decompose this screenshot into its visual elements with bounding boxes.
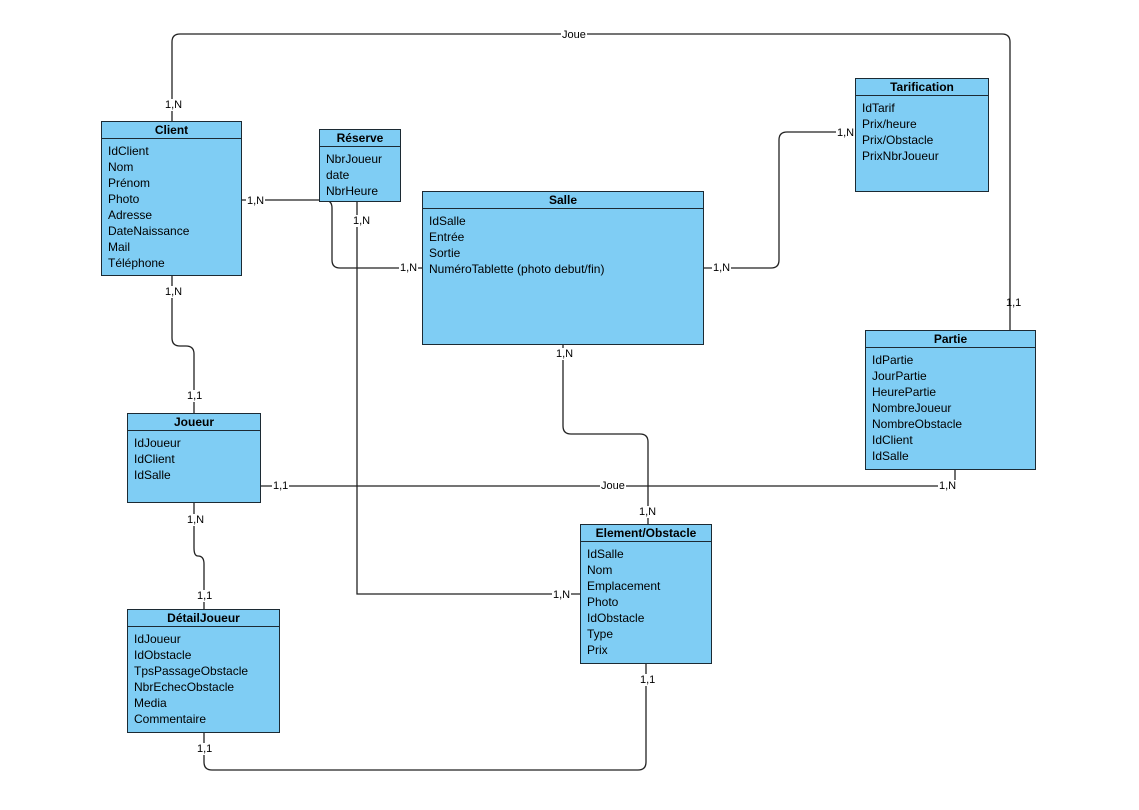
attribute-list: IdSalle Entrée Sortie NuméroTablette (ph… xyxy=(423,209,703,277)
relation-label-joue-middle: Joue xyxy=(600,480,626,492)
attribute: Entrée xyxy=(429,230,465,244)
attribute: Media xyxy=(134,696,167,710)
edge-detail-element xyxy=(203,663,647,771)
relation-label-joue-top: Joue xyxy=(561,29,587,41)
attribute: IdClient xyxy=(872,433,913,447)
attribute: Emplacement xyxy=(587,579,661,593)
attribute: Prix xyxy=(587,643,608,657)
cardinality-label: 1,N xyxy=(186,514,206,526)
cardinality-label: 1,N xyxy=(938,480,958,492)
edge-client-partie xyxy=(171,33,1011,330)
attribute: date xyxy=(326,168,350,182)
entity-element-obstacle[interactable]: Element/Obstacle IdSalle Nom Emplacement… xyxy=(580,524,712,664)
attribute: IdJoueur xyxy=(134,632,181,646)
cardinality-label: 1,N xyxy=(164,286,184,298)
entity-title: Tarification xyxy=(856,79,988,96)
cardinality-label: 1,N xyxy=(164,99,184,111)
edge-reserve-element xyxy=(356,202,581,595)
entity-client[interactable]: Client IdClient Nom Prénom Photo Adresse… xyxy=(101,121,242,276)
attribute-list: IdJoueur IdClient IdSalle xyxy=(128,431,260,483)
edge-client-joueur xyxy=(171,276,195,414)
entity-tarification[interactable]: Tarification IdTarif Prix/heure Prix/Obs… xyxy=(855,78,989,192)
attribute-list: IdJoueur IdObstacle TpsPassageObstacle N… xyxy=(128,627,279,727)
attribute: IdSalle xyxy=(872,449,909,463)
edge-joueur-detail xyxy=(193,502,205,610)
cardinality-label: 1,N xyxy=(712,262,732,274)
attribute: IdTarif xyxy=(862,101,895,115)
attribute: Téléphone xyxy=(108,256,165,270)
edge-client-salle xyxy=(242,199,423,269)
entity-detail-joueur[interactable]: DétailJoueur IdJoueur IdObstacle TpsPass… xyxy=(127,609,280,733)
attribute: IdObstacle xyxy=(134,648,192,662)
entity-salle[interactable]: Salle IdSalle Entrée Sortie NuméroTablet… xyxy=(422,191,704,345)
entity-joueur[interactable]: Joueur IdJoueur IdClient IdSalle xyxy=(127,413,261,503)
cardinality-label: 1,1 xyxy=(272,480,290,492)
attribute-list: IdPartie JourPartie HeurePartie NombreJo… xyxy=(866,348,1035,464)
edge-salle-tarification xyxy=(703,131,855,269)
attribute: PrixNbrJoueur xyxy=(862,149,939,163)
attribute: TpsPassageObstacle xyxy=(134,664,249,678)
attribute: Commentaire xyxy=(134,712,207,726)
attribute: NombreJoueur xyxy=(872,401,952,415)
attribute-list: IdClient Nom Prénom Photo Adresse DateNa… xyxy=(102,139,241,271)
entity-partie[interactable]: Partie IdPartie JourPartie HeurePartie N… xyxy=(865,330,1036,470)
cardinality-label: 1,N xyxy=(352,215,372,227)
attribute: Sortie xyxy=(429,246,461,260)
entity-title: Joueur xyxy=(128,414,260,431)
attribute: IdSalle xyxy=(134,468,171,482)
attribute: IdSalle xyxy=(429,214,466,228)
entity-title: Partie xyxy=(866,331,1035,348)
cardinality-label: 1,N xyxy=(836,127,856,139)
attribute: Prix/Obstacle xyxy=(862,133,934,147)
attribute: IdObstacle xyxy=(587,611,645,625)
attribute: Type xyxy=(587,627,614,641)
attribute: NbrEchecObstacle xyxy=(134,680,235,694)
attribute: Photo xyxy=(587,595,619,609)
cardinality-label: 1,N xyxy=(638,506,658,518)
attribute: IdJoueur xyxy=(134,436,181,450)
cardinality-label: 1,N xyxy=(399,262,419,274)
attribute: IdClient xyxy=(134,452,175,466)
attribute: HeurePartie xyxy=(872,385,937,399)
cardinality-label: 1,1 xyxy=(639,674,657,686)
attribute: IdSalle xyxy=(587,547,624,561)
cardinality-label: 1,1 xyxy=(196,590,214,602)
entity-title: Réserve xyxy=(320,130,400,147)
attribute-list: IdTarif Prix/heure Prix/Obstacle PrixNbr… xyxy=(856,96,988,164)
attribute: Nom xyxy=(587,563,613,577)
attribute: IdClient xyxy=(108,144,149,158)
cardinality-label: 1,N xyxy=(246,195,266,207)
entity-title: Salle xyxy=(423,192,703,209)
cardinality-label: 1,1 xyxy=(186,390,204,402)
cardinality-label: 1,1 xyxy=(1006,297,1022,309)
cardinality-label: 1,N xyxy=(555,348,575,360)
entity-title: Element/Obstacle xyxy=(581,525,711,542)
attribute: NbrHeure xyxy=(326,184,379,198)
entity-reserve[interactable]: Réserve NbrJoueur date NbrHeure xyxy=(319,129,401,202)
entity-title: Client xyxy=(102,122,241,139)
attribute: IdPartie xyxy=(872,353,914,367)
entity-title: DétailJoueur xyxy=(128,610,279,627)
attribute: Mail xyxy=(108,240,131,254)
cardinality-label: 1,1 xyxy=(196,743,214,755)
attribute: DateNaissance xyxy=(108,224,190,238)
attribute: Prénom xyxy=(108,176,151,190)
attribute: Photo xyxy=(108,192,140,206)
attribute-list: NbrJoueur date NbrHeure xyxy=(320,147,400,199)
cardinality-label: 1,N xyxy=(552,589,572,601)
attribute-list: IdSalle Nom Emplacement Photo IdObstacle… xyxy=(581,542,711,658)
attribute: Nom xyxy=(108,160,134,174)
attribute: Adresse xyxy=(108,208,153,222)
attribute: NbrJoueur xyxy=(326,152,383,166)
attribute: NombreObstacle xyxy=(872,417,963,431)
attribute: Prix/heure xyxy=(862,117,917,131)
attribute: NuméroTablette (photo debut/fin) xyxy=(429,262,605,276)
edge-salle-element xyxy=(562,344,649,524)
attribute: JourPartie xyxy=(872,369,927,383)
